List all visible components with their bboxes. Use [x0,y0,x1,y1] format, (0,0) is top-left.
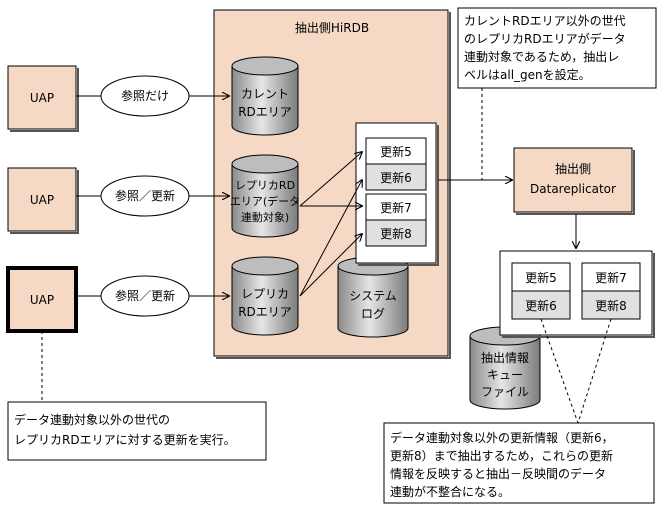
update-item-5: 更新5 [380,144,412,159]
datareplicator-line1: 抽出側 [555,162,591,176]
queue-line3: ファイル [481,385,529,399]
system-log-line1: システム [349,289,397,303]
replica-target-line2: エリア(データ [230,194,300,208]
queue-update-7: 更新7 [595,270,627,285]
queue-update-panel: 更新5 更新6 更新7 更新8 [499,250,655,338]
system-log-line2: ログ [361,307,385,321]
queue-line1: 抽出情報 [481,351,529,365]
access-ellipse-2: 参照／更新 [100,175,190,217]
update-item-8: 更新8 [380,226,412,241]
uap-box-2: UAP [7,167,79,234]
datareplicator-box: 抽出側 Datareplicator [513,147,635,215]
note-top-right: カレントRDエリア以外の世代 のレプリカRDエリアがデータ 連動対象であるため，… [457,7,657,89]
replica-rd-area-cylinder: レプリカ RDエリア [231,256,299,336]
queue-update-6: 更新6 [525,298,557,313]
note-top-line2: のレプリカRDエリアがデータ [464,31,626,46]
hirdb-title: 抽出側HiRDB [295,21,369,35]
note-bottom-right: データ連動対象以外の更新情報（更新6， 更新8）まで抽出するため，これらの更新 … [383,422,655,504]
access-lines [76,96,229,296]
note-bl-line2: レプリカRDエリアに対する更新を実行。 [14,432,236,447]
uap-box-1: UAP [7,65,79,132]
queue-line2: キュー [487,368,523,382]
access-label-3: 参照／更新 [115,288,175,303]
note-top-line3: 連動対象であるため，抽出レ [464,50,619,64]
update-item-7: 更新7 [380,200,412,215]
access-ellipse-1: 参照だけ [100,75,190,117]
system-log-cylinder: システム ログ [337,256,409,338]
current-rd-area-cylinder: カレント RDエリア [231,56,299,136]
update-list-panel: 更新5 更新6 更新7 更新8 [355,122,439,266]
note-br-line3: 情報を反映すると抽出－反映間のデータ [390,466,606,481]
note-br-line1: データ連動対象以外の更新情報（更新6， [390,430,614,445]
replica-target-line3: 連動対象) [241,210,289,224]
current-rd-line1: カレント [241,87,289,101]
replica-rd-target-cylinder: レプリカRD エリア(データ 連動対象) [230,154,300,238]
uap-label-2: UAP [30,193,54,207]
replica-rd-line2: RDエリア [238,305,292,319]
note-bl-line1: データ連動対象以外の世代の [14,412,170,427]
queue-update-8: 更新8 [595,298,627,313]
access-ellipse-3: 参照／更新 [100,275,190,317]
datareplicator-line2: Datareplicator [530,182,616,196]
update-arrows [299,152,512,297]
note-bottom-left: データ連動対象以外の世代の レプリカRDエリアに対する更新を実行。 [7,401,267,461]
note-br-line2: 更新8）まで抽出するため，これらの更新 [390,448,613,463]
update-item-6: 更新6 [380,170,412,185]
uap-label-3: UAP [30,293,54,307]
access-label-1: 参照だけ [121,88,169,103]
uap-label-1: UAP [30,91,54,105]
uap-box-3: UAP [6,266,78,333]
extraction-queue-file-cylinder: 抽出情報 キュー ファイル [469,326,541,410]
replica-rd-line1: レプリカ [241,287,289,301]
note-top-line4: ベルはall_genを設定。 [464,67,591,82]
note-br-leaders [540,318,612,424]
note-top-line1: カレントRDエリア以外の世代 [464,14,626,28]
queue-update-5: 更新5 [525,270,557,285]
current-rd-line2: RDエリア [238,105,292,119]
note-br-line4: 連動が不整合になる。 [390,484,510,499]
access-label-2: 参照／更新 [115,188,175,203]
replica-target-line1: レプリカRD [235,179,295,192]
